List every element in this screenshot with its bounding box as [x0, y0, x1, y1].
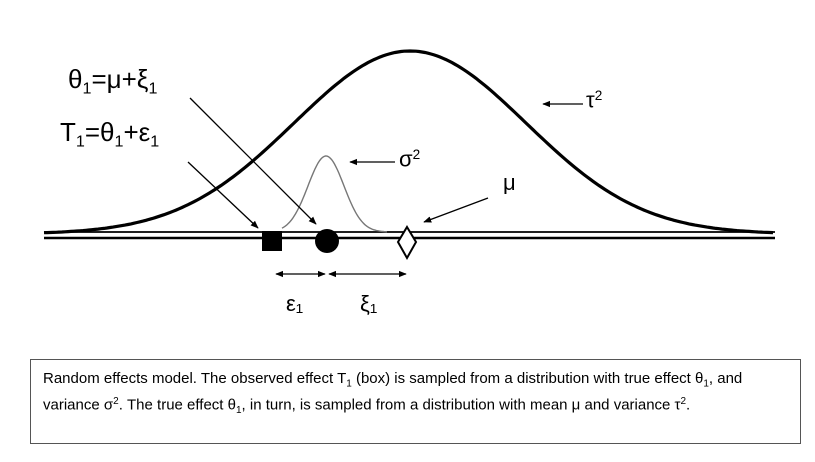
xi-label: ξ₁	[360, 291, 378, 316]
epsilon-label: ε₁	[286, 291, 304, 316]
true-effect-dot	[315, 229, 339, 253]
observed-effect-box	[262, 231, 282, 251]
mu-pointer-arrow	[423, 197, 489, 223]
sigma-squared-label: σ2	[399, 146, 421, 172]
theta-equation-label: θ1=μ+ξ1	[68, 64, 158, 98]
random-effects-diagram	[43, 49, 775, 278]
mean-diamond	[396, 225, 418, 261]
sigma-distribution-curve	[281, 155, 388, 233]
caption-box: Random effects model. The observed effec…	[30, 359, 801, 444]
t-equation-label: T1=θ1+ε1	[60, 117, 160, 151]
theta-eq-pointer-arrow	[189, 97, 317, 225]
mu-label: μ	[503, 170, 516, 195]
tau-distribution-curve	[43, 49, 774, 235]
t-eq-pointer-arrow	[187, 161, 259, 229]
tau-squared-label: τ2	[586, 87, 603, 113]
